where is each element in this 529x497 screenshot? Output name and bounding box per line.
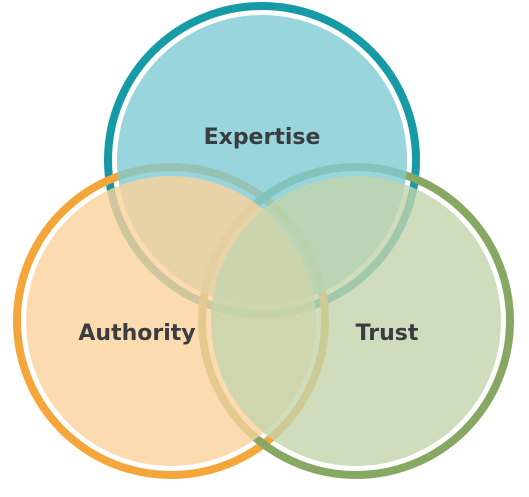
authority-label: Authority [78, 321, 195, 346]
trust-label: Trust [356, 321, 419, 346]
labels: Expertise Authority Trust [78, 125, 418, 346]
fills [26, 15, 501, 466]
trust-circle [211, 176, 501, 466]
expertise-label: Expertise [204, 125, 321, 150]
